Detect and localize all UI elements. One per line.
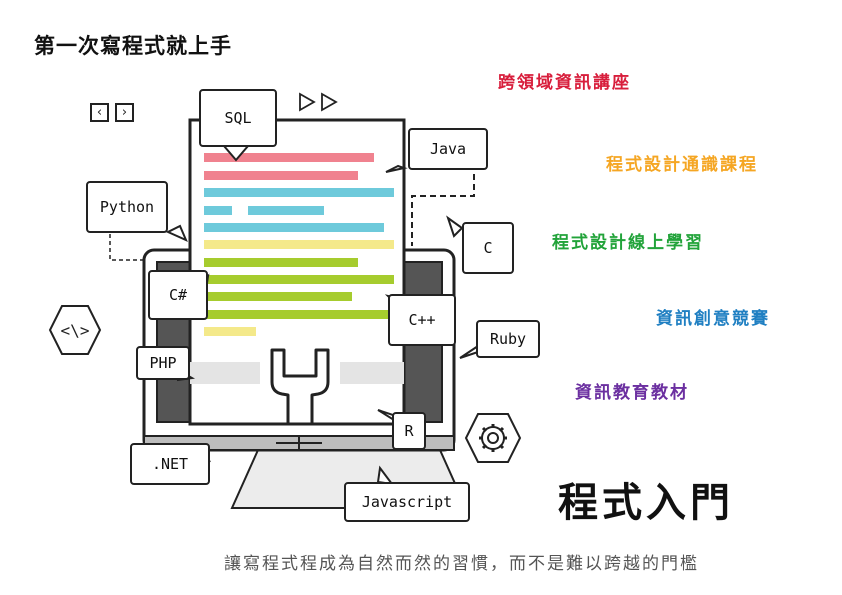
code-brackets-icon: <\>: [48, 305, 102, 355]
bubble-cpp: C++: [388, 294, 456, 346]
double-play-icon: [299, 92, 338, 112]
bubble-r: R: [392, 412, 426, 450]
bubble-sql: SQL: [199, 89, 277, 147]
category-cross-domain-lecture[interactable]: 跨領域資訊講座: [498, 73, 631, 93]
bubble-javascript: Javascript: [344, 482, 470, 522]
slogan: 讓寫程式程成為自然而然的習慣，而不是難以跨越的門檻: [224, 554, 699, 574]
bubble-ruby: Ruby: [476, 320, 540, 358]
wrench-icon: [270, 348, 330, 426]
category-online-learning[interactable]: 程式設計線上學習: [552, 233, 704, 253]
bubble-c: C: [462, 222, 514, 274]
bubble-java: Java: [408, 128, 488, 170]
category-teaching-material[interactable]: 資訊教育教材: [575, 383, 689, 403]
page-heading: 第一次寫程式就上手: [34, 34, 232, 58]
bubble-csharp: C#: [148, 270, 208, 320]
category-info-contest[interactable]: 資訊創意競賽: [656, 309, 770, 329]
bubble-python: Python: [86, 181, 168, 233]
chevron-right-icon[interactable]: ›: [115, 103, 134, 122]
category-programming-course[interactable]: 程式設計通識課程: [606, 155, 758, 175]
main-title: 程式入門: [558, 480, 734, 526]
svg-text:<\>: <\>: [61, 321, 90, 340]
bubble-php: PHP: [136, 346, 190, 380]
bubble-dotnet: .NET: [130, 443, 210, 485]
gear-icon: [464, 413, 522, 463]
chevron-left-icon[interactable]: ‹: [90, 103, 109, 122]
